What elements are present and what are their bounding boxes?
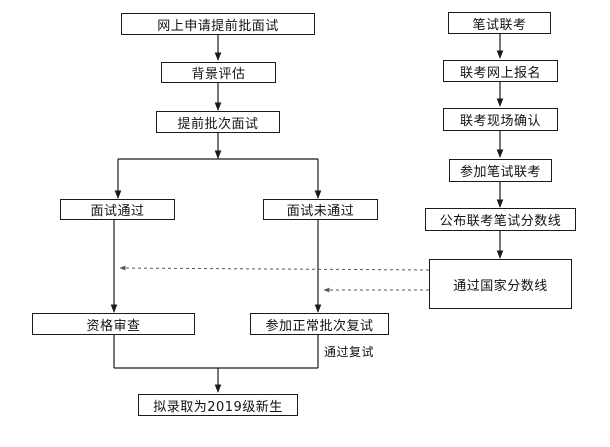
node-final-admission: 拟录取为2019级新生: [138, 394, 298, 416]
node-written-exam: 笔试联考: [448, 12, 551, 34]
node-normal-retest: 参加正常批次复试: [250, 313, 389, 335]
node-onsite-confirm: 联考现场确认: [443, 108, 558, 131]
label-retest-pass: 通过复试: [324, 345, 375, 359]
node-interview-fail: 面试未通过: [263, 199, 378, 220]
node-publish-cutoff: 公布联考笔试分数线: [425, 208, 576, 231]
node-interview-pass: 面试通过: [60, 199, 175, 220]
node-online-apply: 网上申请提前批面试: [121, 13, 315, 35]
node-early-interview: 提前批次面试: [156, 111, 280, 133]
node-take-exam: 参加笔试联考: [449, 159, 552, 182]
node-qualification-review: 资格审查: [32, 313, 195, 335]
node-background-eval: 背景评估: [161, 62, 276, 83]
node-online-register: 联考网上报名: [443, 60, 558, 82]
dashed-arrow-to-pass-branch: [119, 265, 430, 271]
node-pass-cutoff: 通过国家分数线: [429, 259, 572, 309]
